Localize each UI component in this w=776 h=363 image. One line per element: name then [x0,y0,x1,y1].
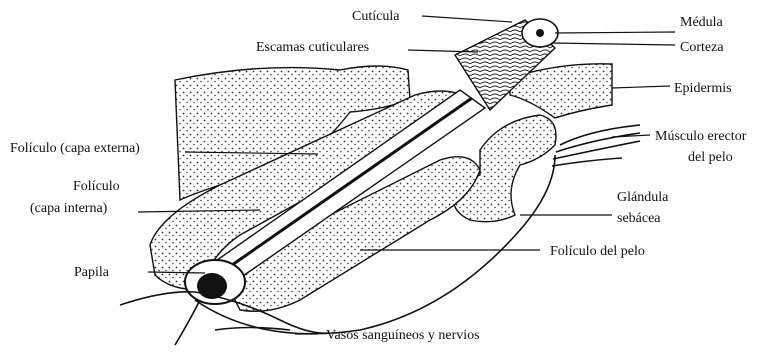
label-cuticula: Cutícula [352,9,400,24]
erector-muscle [552,125,640,166]
label-foliculo-del-pelo: Folículo del pelo [550,244,645,259]
label-musculo-line1: Músculo erector [655,129,747,144]
label-glandula-line1: Glándula [617,190,669,205]
papilla [185,260,245,304]
label-epidermis: Epidermis [674,81,732,96]
label-foliculo-interna-line1: Folículo [73,179,120,194]
label-vasos-y-nervios: Vasos sanguíneos y nervios [326,328,480,343]
label-musculo-line2: del pelo [688,150,733,165]
label-glandula-line2: sebácea [617,211,661,226]
label-escamas-cuticulares: Escamas cuticulares [256,40,369,55]
label-foliculo-externa: Folículo (capa externa) [10,141,140,156]
label-papila: Papila [74,265,110,280]
label-foliculo-interna-line2: (capa interna) [30,201,108,216]
label-corteza: Corteza [680,40,724,55]
label-medula: Médula [680,15,724,30]
